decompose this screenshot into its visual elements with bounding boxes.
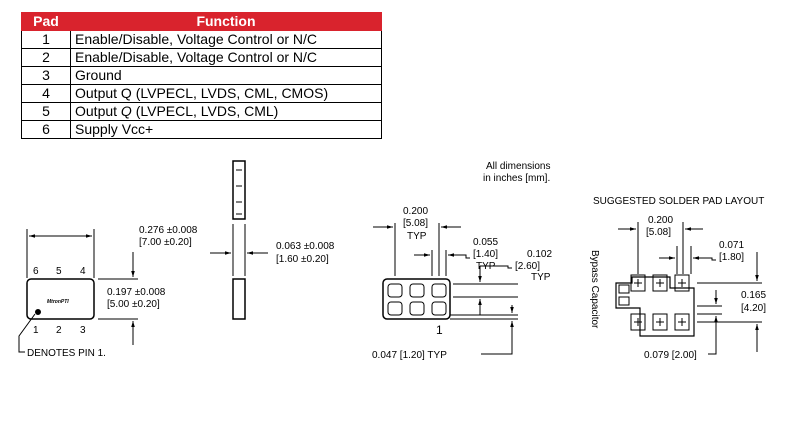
pad-function: Output Q (LVPECL, LVDS, CML) bbox=[70, 102, 382, 121]
pin-label-5: 5 bbox=[56, 266, 62, 277]
bottom-padh-mm: [2.60] bbox=[515, 261, 540, 272]
solder-pitch-mm: [5.08] bbox=[646, 227, 671, 238]
bottom-padw-in: 0.055 bbox=[473, 237, 498, 248]
pin-label-4: 4 bbox=[80, 266, 86, 277]
solder-padw-in: 0.071 bbox=[719, 240, 744, 251]
bypass-capacitor-label: Bypass Capacitor bbox=[589, 250, 600, 329]
mtronpti-logo: MtronPTI bbox=[47, 299, 69, 305]
header-pad: Pad bbox=[21, 12, 71, 31]
bottom-pitch-mm: [5.08] bbox=[403, 218, 428, 229]
bottom-view bbox=[373, 223, 518, 355]
bottom-pitch-typ: TYP bbox=[407, 231, 427, 242]
all-dims-line1: All dimensions bbox=[486, 161, 550, 172]
top-height-mm: [5.00 ±0.20] bbox=[107, 299, 160, 310]
solder-padw-mm: [1.80] bbox=[719, 252, 744, 263]
q-bar-symbol: Q bbox=[120, 103, 132, 119]
pad-function: Enable/Disable, Voltage Control or N/C bbox=[70, 30, 382, 49]
pin1-note: DENOTES PIN 1. bbox=[27, 348, 106, 359]
bottom-edge-dim: 0.047 [1.20] TYP bbox=[372, 350, 447, 361]
table-header-row: Pad Function bbox=[21, 12, 382, 31]
table-row: 6 Supply Vcc+ bbox=[21, 120, 382, 139]
solder-span-mm: [4.20] bbox=[741, 303, 766, 314]
bottom-padh-typ: TYP bbox=[531, 272, 551, 283]
side-thick-mm: [1.60 ±0.20] bbox=[276, 254, 329, 265]
header-function: Function bbox=[70, 12, 382, 31]
table-row: 5 Output Q (LVPECL, LVDS, CML) bbox=[21, 102, 382, 121]
solder-span-in: 0.165 bbox=[741, 290, 766, 301]
pad-function-table: Pad Function 1 Enable/Disable, Voltage C… bbox=[21, 12, 382, 139]
pin-label-1: 1 bbox=[33, 325, 39, 336]
pin-label-3: 3 bbox=[80, 325, 86, 336]
bottom-padw-mm: [1.40] bbox=[473, 249, 498, 260]
bottom-pin1-label: 1 bbox=[436, 323, 443, 337]
solder-pad-layout bbox=[615, 222, 762, 355]
pad-function: Supply Vcc+ bbox=[70, 120, 382, 139]
pad-number: 6 bbox=[21, 120, 71, 139]
table-row: 3 Ground bbox=[21, 66, 382, 85]
bottom-padh-in: 0.102 bbox=[527, 249, 552, 260]
function-prefix: Output bbox=[75, 103, 121, 119]
function-suffix: (LVPECL, LVDS, CML) bbox=[131, 103, 279, 119]
pin-label-2: 2 bbox=[56, 325, 62, 336]
bottom-pitch-in: 0.200 bbox=[403, 206, 428, 217]
all-dims-line2: in inches [mm]. bbox=[483, 173, 550, 184]
solder-pitch-in: 0.200 bbox=[648, 215, 673, 226]
top-view bbox=[18, 229, 138, 353]
top-width-mm: [7.00 ±0.20] bbox=[139, 237, 192, 248]
solder-title: SUGGESTED SOLDER PAD LAYOUT bbox=[593, 196, 764, 207]
top-height-in: 0.197 ±0.008 bbox=[107, 287, 166, 298]
side-thick-in: 0.063 ±0.008 bbox=[276, 241, 335, 252]
bottom-padw-typ: TYP bbox=[476, 261, 496, 272]
pin1-dot bbox=[35, 309, 41, 315]
side-view bbox=[210, 160, 268, 320]
solder-gap-dim: 0.079 [2.00] bbox=[644, 350, 697, 361]
top-width-in: 0.276 ±0.008 bbox=[139, 225, 198, 236]
pin-label-6: 6 bbox=[33, 266, 39, 277]
package-outline bbox=[26, 278, 95, 320]
